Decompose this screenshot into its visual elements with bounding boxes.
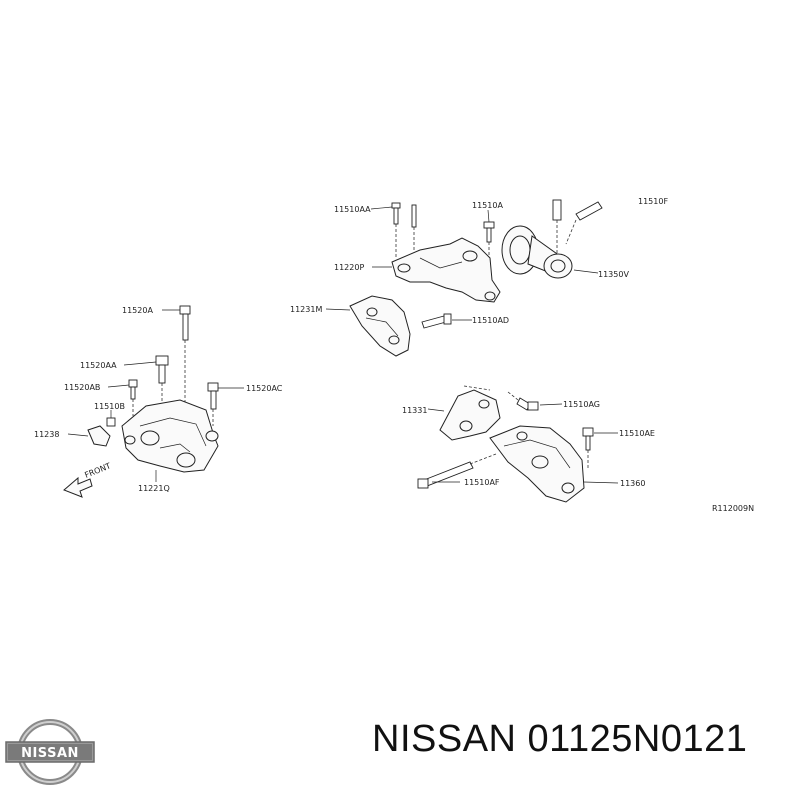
nut-11510b: [106, 417, 116, 427]
label-reference: R112009N: [712, 504, 754, 513]
bolt-11510ad: [421, 313, 452, 329]
bolt-11510ae: [582, 427, 594, 470]
label-11220p: 11220P: [334, 263, 364, 272]
label-11510ae: 11510AE: [619, 429, 655, 438]
label-11510ag: 11510AG: [563, 400, 600, 409]
label-11350v: 11350V: [598, 270, 629, 279]
lower-mount-group: [417, 385, 619, 503]
label-11331: 11331: [402, 406, 427, 415]
label-11520a: 11520A: [122, 306, 153, 315]
label-11510f: 11510F: [638, 197, 668, 206]
stud-upper: [411, 204, 417, 250]
bolt-11510ag: [507, 391, 539, 411]
label-11510a: 11510A: [472, 201, 503, 210]
bracket-11231m-group: [325, 295, 472, 357]
label-11510b: 11510B: [94, 402, 125, 411]
label-11238: 11238: [34, 430, 59, 439]
label-11510ad: 11510AD: [472, 316, 509, 325]
label-11510aa: 11510AA: [334, 205, 371, 214]
torque-rod-11350v: [501, 225, 573, 279]
label-front: FRONT: [83, 461, 112, 480]
label-11520ac: 11520AC: [246, 384, 283, 393]
bolt-11520ac: [207, 382, 219, 426]
label-11510af: 11510AF: [464, 478, 500, 487]
label-11520ab: 11520AB: [64, 383, 100, 392]
bracket-11331: [439, 389, 501, 441]
label-11221q: 11221Q: [138, 484, 170, 493]
bracket-11238: [87, 425, 111, 447]
nissan-logo: NISSAN: [5, 719, 95, 785]
left-mount-group: [63, 305, 244, 498]
front-arrow: [63, 476, 93, 498]
upper-mount-group: [370, 199, 603, 303]
mount-11221q: [121, 399, 219, 473]
label-11520aa: 11520AA: [80, 361, 117, 370]
label-11231m: 11231M: [290, 305, 322, 314]
bolt-11520ab: [128, 379, 138, 416]
bolt-11520aa: [155, 355, 169, 402]
logo-text: NISSAN: [21, 746, 79, 761]
part-number-title: NISSAN 01125N0121: [372, 718, 748, 760]
bolt-11520a: [179, 305, 191, 412]
bolt-11510af: [417, 453, 497, 489]
bolt-11510aa: [391, 202, 401, 258]
bolt-11510f: [552, 199, 603, 255]
bracket-11231m: [349, 295, 411, 357]
label-11360: 11360: [620, 479, 645, 488]
